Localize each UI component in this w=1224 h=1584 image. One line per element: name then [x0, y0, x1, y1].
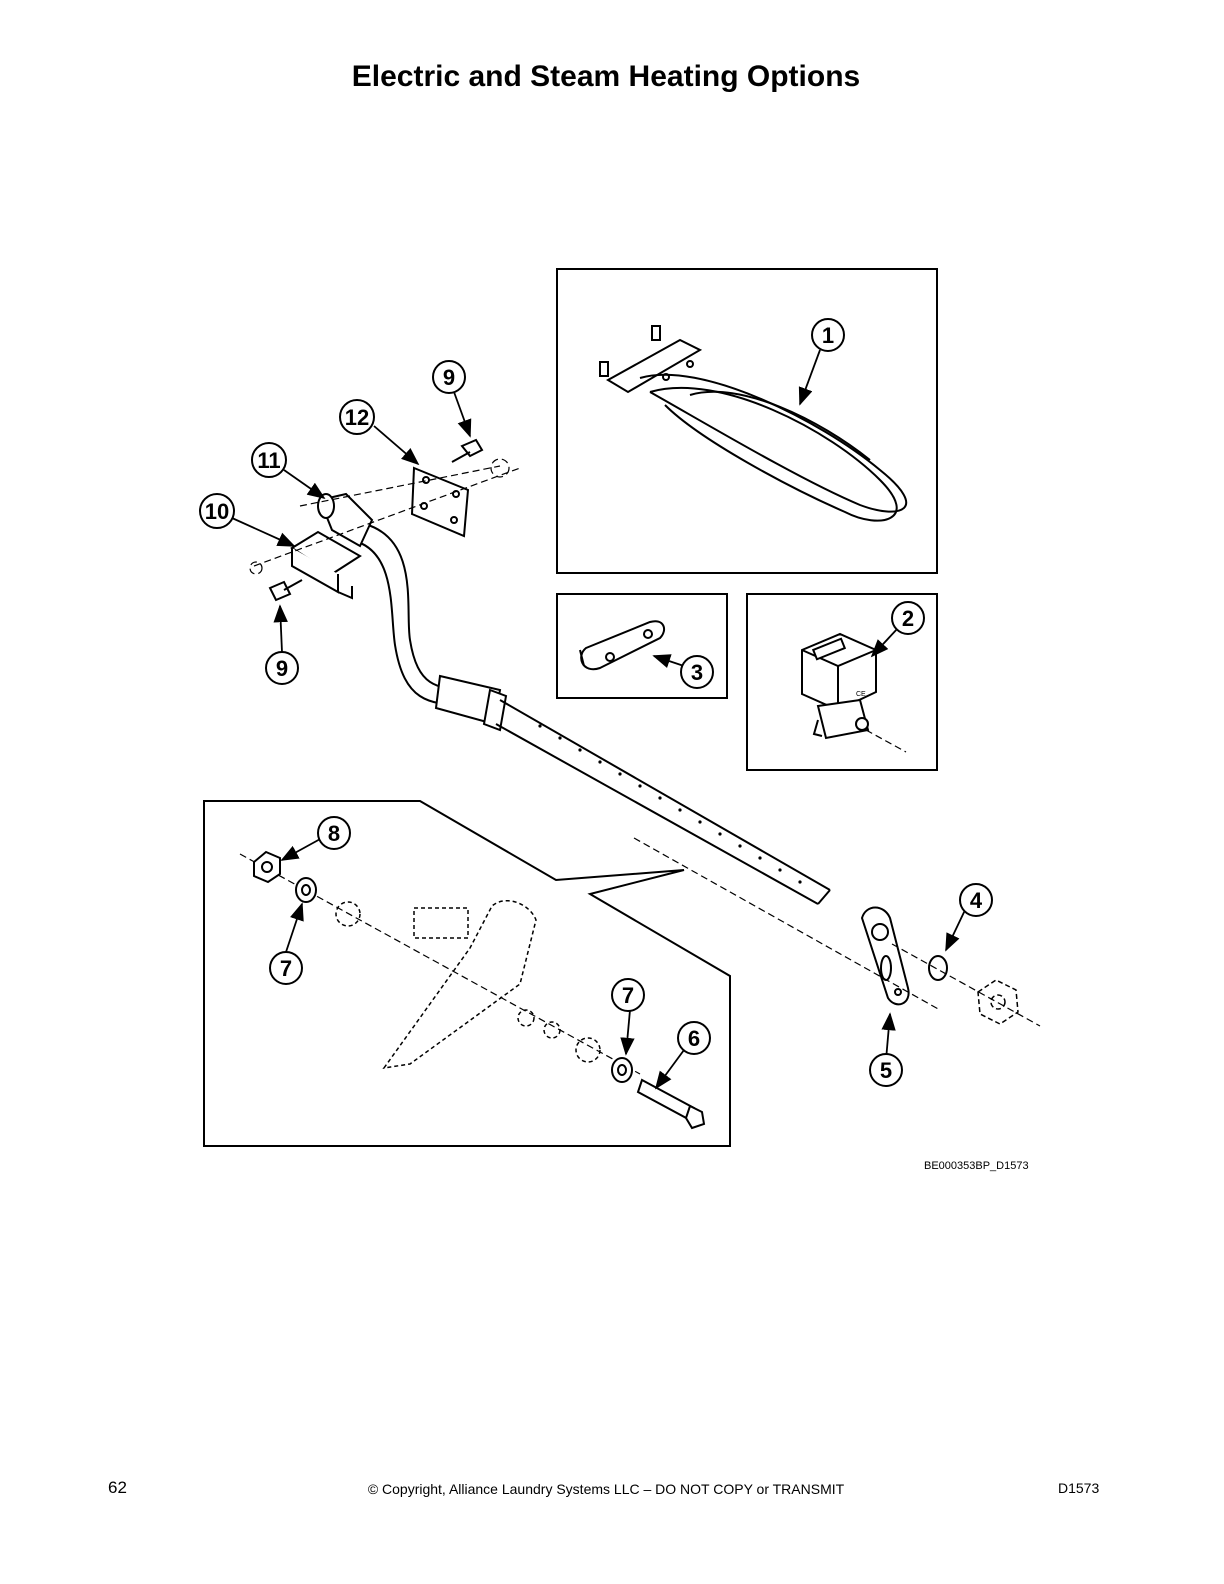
- page-number: 62: [108, 1478, 127, 1497]
- callout-8: [317, 816, 351, 850]
- screw-icon: [451, 438, 484, 463]
- callout-7-left-label: 7: [280, 956, 292, 981]
- svg-text:CE: CE: [856, 691, 866, 698]
- figure-id: BE000353BP_D1573: [924, 1160, 1029, 1172]
- callout-12: [339, 399, 375, 435]
- callout-1: [811, 318, 845, 352]
- copyright-notice: © Copyright, Alliance Laundry Systems LL…: [367, 1481, 845, 1497]
- callout-9-top: [432, 360, 466, 394]
- callout-7-inset-right: [611, 978, 645, 1012]
- screw-icon: [268, 579, 303, 602]
- document-id: D1573: [1058, 1480, 1100, 1496]
- callout-5: [869, 1053, 903, 1087]
- callout-5-label: 5: [880, 1058, 892, 1083]
- callout-4: [959, 883, 993, 917]
- mounting-plate-icon: [860, 906, 910, 1006]
- callout-7-right-label: 7: [622, 983, 634, 1008]
- callout-10: [199, 493, 235, 529]
- washer-icon: [295, 877, 317, 903]
- nut-icon: [977, 979, 1019, 1025]
- hex-nut-icon: [253, 850, 281, 884]
- callout-9-bottom-label: 9: [276, 656, 288, 681]
- heating-element-icon: [599, 325, 907, 522]
- bracket-detail-inset: [203, 800, 731, 1147]
- steam-valve-icon: CE: [801, 632, 877, 740]
- heating-element-inset: [556, 268, 938, 574]
- callout-9-top-label: 9: [443, 365, 455, 390]
- callout-11: [251, 442, 287, 478]
- callout-3-label: 3: [691, 660, 703, 685]
- cover-plate-icon: [410, 466, 470, 538]
- callout-6-label: 6: [688, 1026, 700, 1051]
- callout-6: [677, 1021, 711, 1055]
- mounting-bracket-icon: [290, 530, 362, 600]
- callout-3: [680, 655, 714, 689]
- callout-2-label: 2: [902, 606, 914, 631]
- callout-9-bottom: [265, 651, 299, 685]
- pipe-holes: [538, 724, 802, 884]
- callout-7-inset-left: [269, 951, 303, 985]
- o-ring-icon: [928, 955, 948, 981]
- steam-valve-inset: [746, 593, 938, 771]
- washer-icon: [611, 1057, 633, 1083]
- bolt-icon: [636, 1078, 706, 1130]
- callout-8-label: 8: [328, 821, 340, 846]
- fitting-icon: [317, 492, 374, 548]
- callout-1-label: 1: [822, 323, 834, 348]
- callout-10-label: 10: [205, 499, 229, 524]
- callout-12-label: 12: [345, 405, 369, 430]
- callout-4-label: 4: [970, 888, 983, 913]
- bracket-outline: [382, 900, 537, 1070]
- callout-11-label: 11: [257, 448, 280, 473]
- page-title: Electric and Steam Heating Options: [351, 60, 861, 93]
- gasket-icon: [579, 620, 666, 671]
- steam-pipe-icon: [357, 523, 831, 905]
- callout-2: [891, 601, 925, 635]
- gasket-inset: [556, 593, 728, 699]
